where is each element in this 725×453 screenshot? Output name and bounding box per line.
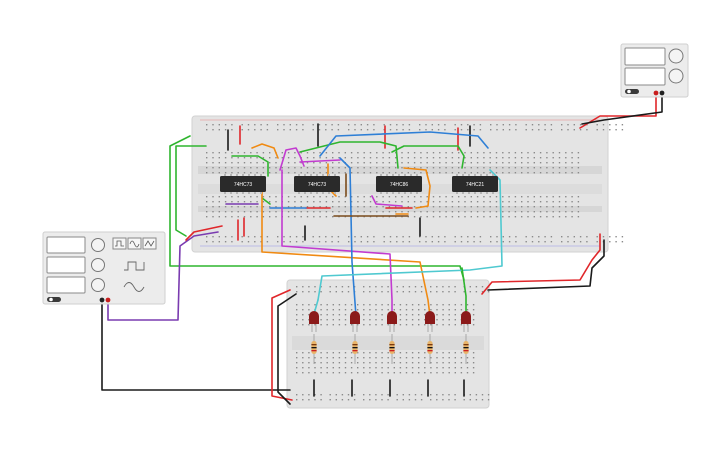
wire-red[interactable] bbox=[481, 233, 601, 295]
power-supply[interactable] bbox=[620, 43, 689, 98]
wire-green[interactable] bbox=[391, 145, 465, 169]
positive-terminal[interactable] bbox=[653, 90, 659, 96]
breadboard-holes bbox=[296, 286, 490, 401]
wire-magenta[interactable] bbox=[299, 159, 341, 163]
resistor[interactable] bbox=[311, 334, 317, 364]
square-wave-button[interactable] bbox=[112, 237, 127, 250]
resistor[interactable] bbox=[427, 334, 433, 364]
ic-chip[interactable]: 74HC86 bbox=[376, 174, 422, 194]
sine-wave-icon bbox=[129, 240, 140, 248]
triangle-wave-icon bbox=[144, 240, 155, 247]
led[interactable] bbox=[350, 311, 360, 332]
function-generator[interactable] bbox=[42, 231, 166, 305]
wire-orange[interactable] bbox=[251, 143, 279, 159]
resistor[interactable] bbox=[389, 334, 395, 364]
wire-black[interactable] bbox=[101, 301, 291, 391]
wire-black[interactable] bbox=[581, 95, 663, 125]
chip-label: 74HC86 bbox=[390, 182, 409, 188]
square-wave-display-icon bbox=[124, 261, 145, 271]
negative-terminal[interactable] bbox=[659, 90, 665, 96]
amplitude-knob-icon[interactable] bbox=[91, 258, 105, 272]
wire-magenta[interactable] bbox=[371, 195, 403, 207]
resistor-row bbox=[311, 334, 469, 364]
wire-orange[interactable] bbox=[261, 177, 431, 317]
wire-purple[interactable] bbox=[107, 231, 219, 321]
chip-label: 74HC73 bbox=[234, 182, 253, 188]
led-breadboard[interactable] bbox=[286, 279, 490, 409]
wire-green[interactable] bbox=[261, 197, 271, 205]
generator-power-switch[interactable] bbox=[47, 297, 61, 302]
wire-red[interactable] bbox=[185, 225, 223, 241]
chip-label: 74HC21 bbox=[466, 182, 485, 188]
resistor[interactable] bbox=[463, 334, 469, 364]
led[interactable] bbox=[425, 311, 435, 332]
wire-magenta[interactable] bbox=[281, 169, 393, 317]
chip-label: 74HC73 bbox=[308, 182, 327, 188]
generator-positive-terminal[interactable] bbox=[105, 297, 111, 303]
wires[interactable] bbox=[101, 95, 663, 405]
wire-green[interactable] bbox=[299, 141, 399, 169]
led-row bbox=[309, 311, 471, 332]
resistor[interactable] bbox=[352, 334, 358, 364]
ic-chip[interactable]: 74HC73 bbox=[220, 174, 266, 194]
led[interactable] bbox=[309, 311, 319, 332]
ic-chips: 74HC73 74HC73 74HC86 74HC21 bbox=[220, 174, 498, 194]
wire-green[interactable] bbox=[461, 267, 467, 315]
offset-knob-icon[interactable] bbox=[91, 278, 105, 292]
wire-green[interactable] bbox=[175, 145, 207, 237]
wire-red[interactable] bbox=[271, 289, 293, 401]
ic-chip[interactable]: 74HC21 bbox=[452, 174, 498, 194]
wire-black[interactable] bbox=[277, 293, 297, 405]
sine-wave-display-icon bbox=[123, 282, 145, 292]
wire-blue[interactable] bbox=[339, 157, 357, 317]
wire-green[interactable] bbox=[231, 155, 269, 177]
wire-black[interactable] bbox=[487, 239, 605, 291]
led[interactable] bbox=[387, 311, 397, 332]
square-wave-icon bbox=[115, 240, 124, 247]
frequency-knob-icon[interactable] bbox=[91, 238, 105, 252]
breadboard-holes bbox=[206, 124, 624, 243]
ic-chip[interactable]: 74HC73 bbox=[294, 174, 340, 194]
wire-blue[interactable] bbox=[319, 131, 489, 157]
voltage-knob-icon[interactable] bbox=[668, 48, 684, 64]
current-knob-icon[interactable] bbox=[668, 68, 684, 84]
wire-magenta[interactable] bbox=[279, 147, 305, 171]
wire-orange[interactable] bbox=[403, 167, 431, 209]
power-switch[interactable] bbox=[625, 89, 639, 94]
generator-negative-terminal[interactable] bbox=[99, 297, 105, 303]
wire-cyan[interactable] bbox=[317, 169, 503, 301]
led[interactable] bbox=[461, 311, 471, 332]
